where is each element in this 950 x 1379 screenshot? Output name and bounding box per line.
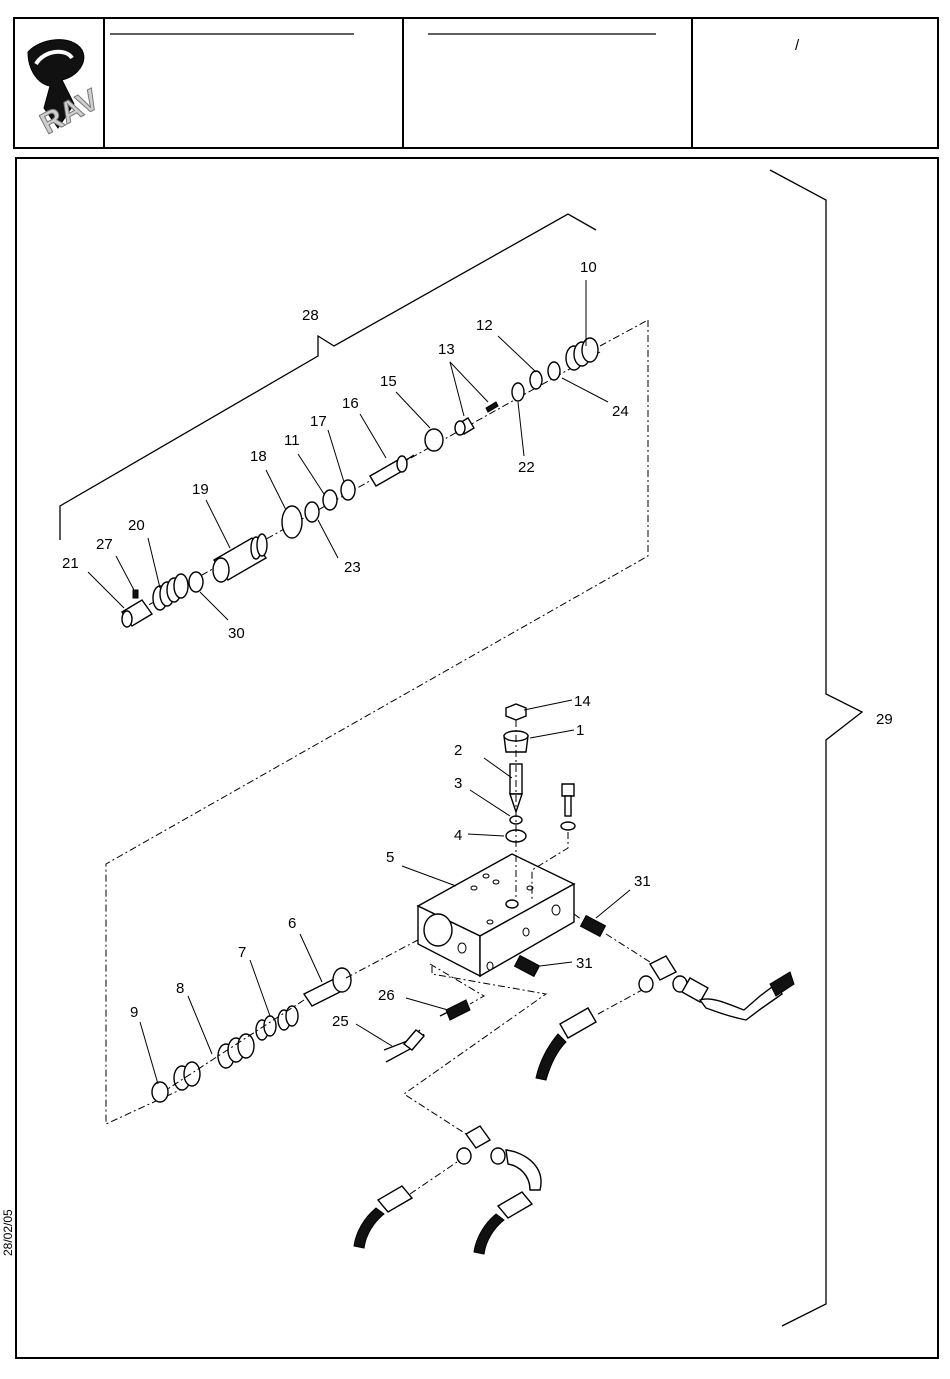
title-block: /	[14, 18, 938, 148]
callout-14: 14	[574, 693, 591, 710]
drawing-frame	[16, 158, 938, 1358]
part-17-washer	[341, 480, 355, 500]
callout-12: 12	[476, 317, 493, 334]
part-18-oring	[282, 506, 302, 538]
part-7-spring	[256, 1006, 298, 1040]
callout-4: 4	[454, 827, 462, 844]
tee-fitting-right	[639, 956, 708, 1002]
callout-5: 5	[386, 849, 394, 866]
part-31-plug-front	[514, 956, 539, 977]
callout-30: 30	[228, 625, 245, 642]
callout-21: 21	[62, 555, 79, 572]
logo-text: RAV	[35, 83, 104, 141]
leader-lines	[88, 280, 630, 1084]
callout-23: 23	[344, 559, 361, 576]
part-16-spool	[370, 455, 414, 486]
part-9-disc	[152, 1082, 168, 1102]
callout-11: 11	[284, 432, 300, 449]
callout-22: 22	[518, 459, 535, 476]
callout-17: 17	[310, 413, 327, 430]
hose-left-upper	[536, 1008, 596, 1080]
callout-31-upper: 31	[634, 873, 651, 890]
callout-24: 24	[612, 403, 629, 420]
part-21-cap	[122, 600, 152, 627]
part-8-spring	[174, 1034, 254, 1090]
part-15-disc	[425, 429, 443, 451]
hose-right	[700, 972, 794, 1020]
tee-fitting-lower	[457, 1126, 541, 1190]
callout-10: 10	[580, 259, 597, 276]
callout-15: 15	[380, 373, 397, 390]
sheet-slash: /	[795, 37, 800, 54]
part-26-sensor	[440, 1000, 470, 1020]
callout-31-lower: 31	[576, 955, 593, 972]
part-24-ring	[548, 362, 560, 380]
callout-13: 13	[438, 341, 455, 358]
part-12-ring	[530, 371, 542, 389]
assembly-envelope	[106, 320, 648, 1124]
callout-9: 9	[130, 1004, 138, 1021]
hose-lower-right	[474, 1192, 532, 1254]
callout-27: 27	[96, 536, 113, 553]
part-19-body	[213, 534, 267, 582]
callout-18: 18	[250, 448, 267, 465]
rav-logo: RAV	[28, 40, 104, 141]
callout-1: 1	[576, 722, 584, 739]
part-30-oring	[189, 572, 203, 592]
callout-2: 2	[454, 742, 462, 759]
revision-date: 28/02/05	[1, 1209, 15, 1256]
callout-16: 16	[342, 395, 359, 412]
part-11-ring	[323, 490, 337, 510]
part-5-valve-block	[418, 854, 574, 976]
callout-8: 8	[176, 980, 184, 997]
part-31-plug-right	[580, 916, 605, 937]
callout-7: 7	[238, 944, 246, 961]
part-14-nut	[506, 704, 526, 720]
part-22-ring	[512, 383, 524, 401]
part-6-piston	[304, 968, 351, 1006]
part-10-plug	[566, 338, 598, 370]
callout-29: 29	[876, 711, 893, 728]
part-23-ring	[305, 502, 319, 522]
hose-lower-left	[354, 1186, 412, 1248]
callout-3: 3	[454, 775, 462, 792]
callout-26: 26	[378, 987, 395, 1004]
block-screw	[561, 784, 575, 830]
brace-29	[770, 170, 862, 1326]
callout-20: 20	[128, 517, 145, 534]
part-25-cable	[384, 1030, 424, 1062]
callout-25: 25	[332, 1013, 349, 1030]
callout-6: 6	[288, 915, 296, 932]
part-27-pin	[133, 590, 138, 598]
callout-28: 28	[302, 307, 319, 324]
callout-19: 19	[192, 481, 209, 498]
